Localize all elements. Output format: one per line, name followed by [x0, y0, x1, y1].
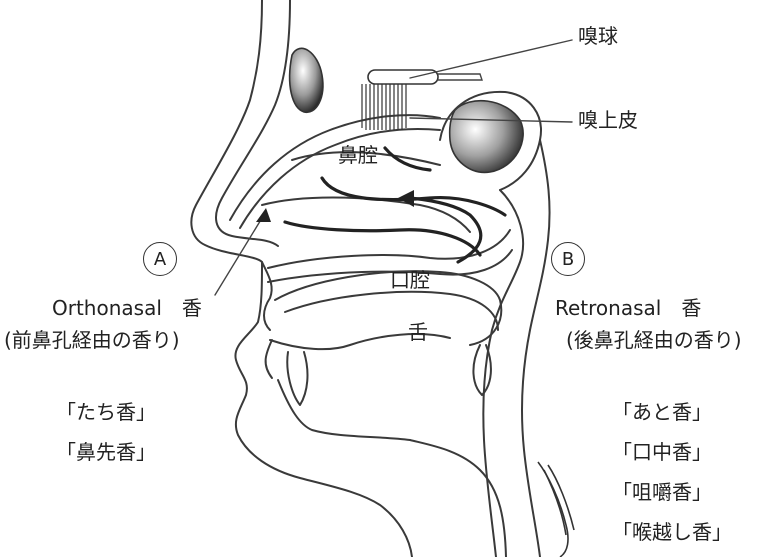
frontal-sinus [290, 48, 323, 112]
sphenoid-sinus [450, 101, 523, 173]
orthonasal-description: (前鼻孔経由の香り) [4, 330, 180, 350]
retronasal-arrowhead [398, 190, 414, 207]
orthonasal-title: Orthonasal 香 [52, 298, 202, 318]
tongue-label: 舌 [408, 322, 428, 342]
trachea [538, 462, 574, 557]
route-b-marker: B [551, 242, 585, 276]
aroma-tachika: 「たち香」 [56, 402, 156, 422]
retronasal-title: Retronasal 香 [555, 298, 701, 318]
aroma-hanasakika: 「鼻先香」 [56, 442, 156, 462]
oral-cavity-curve [285, 292, 498, 330]
aroma-nodogoshika: 「喉越し香」 [612, 522, 732, 542]
aroma-kouchuka: 「口中香」 [612, 442, 712, 462]
orthonasal-arrow-shaft [215, 218, 262, 295]
olfactory-epithelium-fibers [362, 84, 406, 130]
teeth-lower [287, 352, 307, 405]
posterior-wall [522, 140, 550, 557]
throat-line [410, 440, 506, 557]
nasal-cavity-label: 鼻腔 [338, 145, 378, 165]
olfactory-epithelium-label: 嗅上皮 [578, 110, 638, 130]
lower-lip [266, 340, 272, 378]
aroma-atoka: 「あと香」 [612, 402, 712, 422]
orthonasal-arrowhead [256, 208, 271, 222]
retronasal-description: (後鼻孔経由の香り) [566, 330, 742, 350]
airflow-lower [285, 222, 480, 255]
route-a-marker: A [143, 242, 177, 276]
nasopharynx-wall [483, 190, 523, 557]
olfactory-bulb-body [368, 70, 438, 84]
airflow-upper [385, 148, 430, 170]
chin-inner [278, 380, 410, 440]
bulb-pointer [410, 40, 572, 78]
oral-cavity-label: 口腔 [390, 270, 430, 290]
aroma-soshakuka: 「咀嚼香」 [612, 482, 712, 502]
tongue-outline [275, 271, 501, 345]
olfactory-bulb-label: 嗅球 [578, 26, 618, 46]
epiglottis [473, 345, 491, 395]
olfactory-tract [438, 74, 482, 80]
upper-lip [262, 262, 272, 330]
